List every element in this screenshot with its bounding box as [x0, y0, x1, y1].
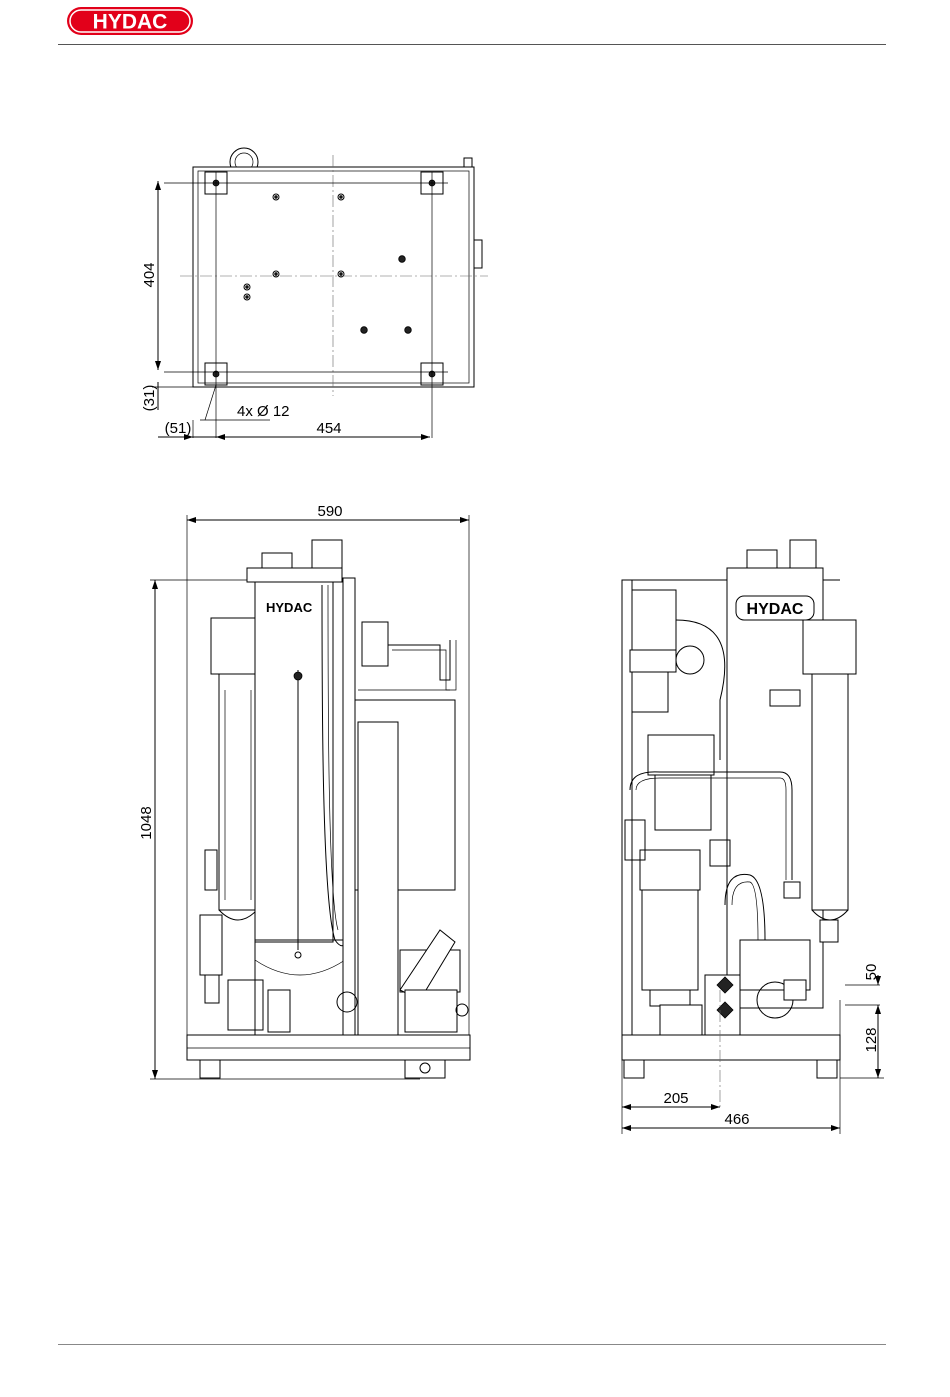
- side-length-dim: 590: [317, 503, 342, 520]
- side-height-dim: 1048: [138, 806, 155, 839]
- front-port-dim-1: 50: [863, 964, 880, 981]
- top-view: 404 (31) (51) 454 4x Ø 12: [141, 148, 488, 440]
- front-port-dim-2: 128: [863, 1027, 880, 1052]
- top-width-dim: 454: [316, 420, 341, 437]
- footer-rule: [58, 1344, 886, 1345]
- top-holes-dim: 4x Ø 12: [237, 403, 290, 420]
- front-tank-label: HYDAC: [747, 601, 804, 618]
- top-offset-y-dim: (31): [141, 385, 158, 412]
- top-offset-x-dim: (51): [165, 420, 192, 437]
- front-width-dim: 466: [724, 1111, 749, 1128]
- side-view: 590 1048 HYDAC: [138, 503, 470, 1079]
- front-offset-dim: 205: [663, 1090, 688, 1107]
- side-tank-label: HYDAC: [266, 600, 313, 615]
- front-view: HYDAC: [622, 540, 884, 1134]
- top-depth-dim: 404: [141, 262, 158, 287]
